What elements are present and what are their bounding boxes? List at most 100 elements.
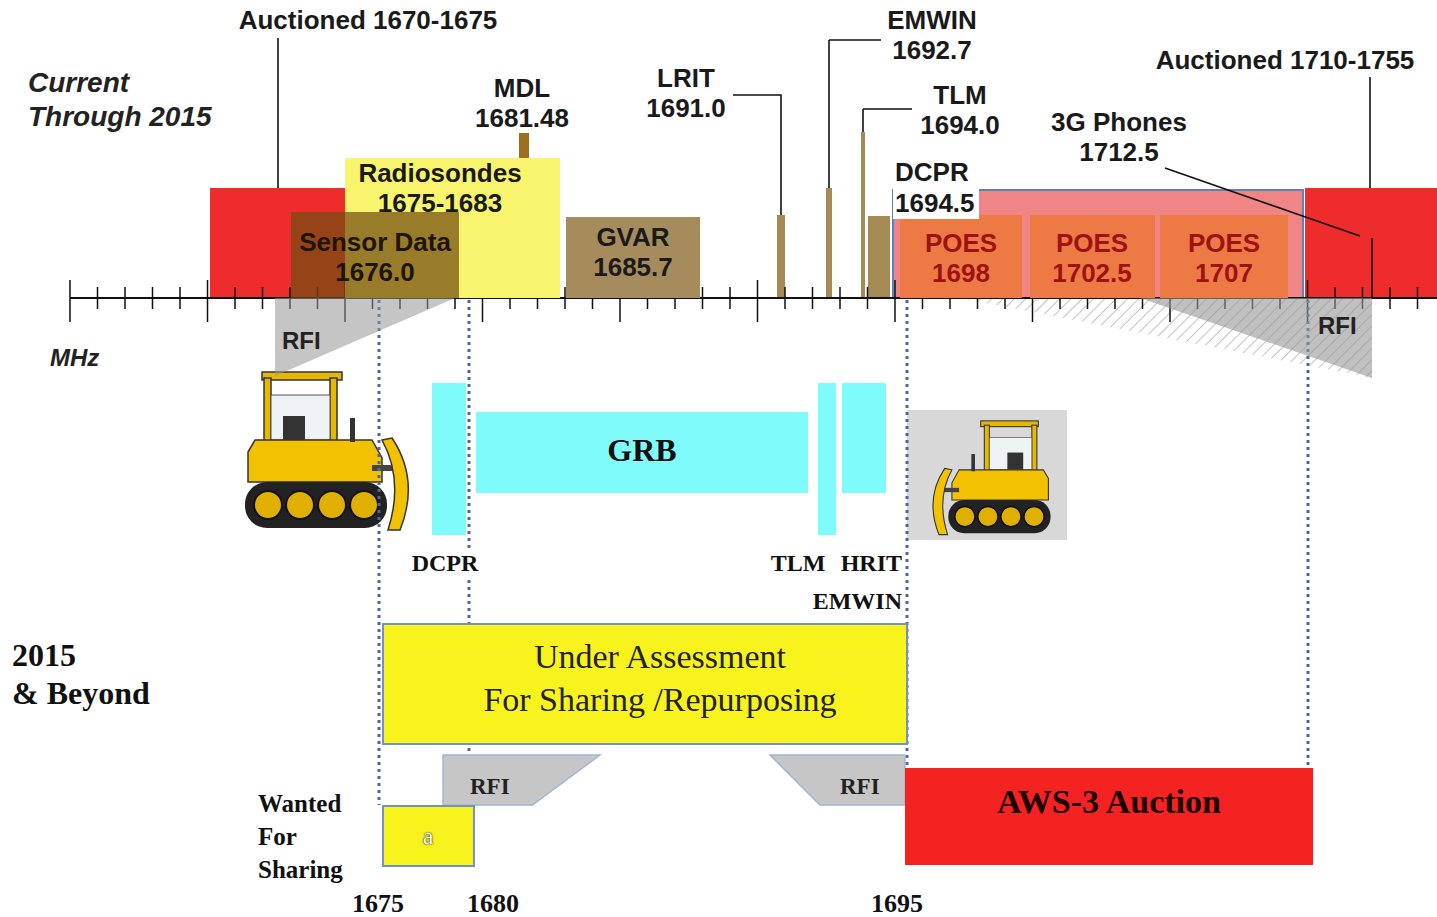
callout-label: 3G Phones 1712.5 [1050, 107, 1188, 167]
box-label: AWS-3 Auction [997, 781, 1221, 822]
rfi-hatch [960, 298, 1372, 378]
channel-label: HRIT [841, 549, 902, 578]
text-slot: EMWIN 1692.7 [886, 5, 978, 65]
text-slot: a [423, 822, 434, 851]
lrit-bar [777, 215, 785, 298]
sharing-box: a [382, 805, 475, 867]
bulldozer [245, 372, 408, 530]
tlm-bar [861, 132, 865, 298]
text-slot: POES 1707 [1187, 228, 1262, 288]
leader-line [1369, 77, 1371, 188]
axis-number: 1675 [352, 888, 404, 917]
callout-label: DCPR 1694.5 [893, 157, 979, 219]
dotted-guides [379, 300, 1308, 805]
callout-label: EMWIN 1692.7 [886, 5, 978, 65]
rfi-wedge: RFI [275, 298, 455, 376]
text-slot: Current Through 2015 [28, 66, 214, 134]
leader-line [277, 38, 279, 188]
leader-line [863, 109, 912, 132]
band-box: POES 1702.5 [1030, 215, 1155, 298]
bulldozer [933, 421, 1051, 535]
callout-label: Auctioned 1670-1675 [239, 5, 498, 36]
wedge-fill [275, 298, 455, 376]
band-label: Radiosondes 1675-1683 [357, 158, 523, 218]
grb-band: GRB [476, 412, 808, 493]
wrap-spacer [102, 636, 162, 637]
band-box: GVAR 1685.7 [566, 217, 700, 298]
wedge-fill [770, 755, 905, 805]
text-slot: Auctioned 1710-1755 [1156, 45, 1415, 76]
bulldozer-photo-ground [907, 410, 1067, 540]
section-heading: Current Through 2015 [28, 66, 214, 134]
text-slot: RFI [840, 773, 880, 801]
box-label: a [423, 822, 434, 851]
dcpr-channel [432, 383, 466, 535]
text-slot: 2015 & Beyond [12, 636, 162, 712]
text-slot: POES 1698 [924, 228, 999, 288]
callout-label: TLM 1694.0 [919, 80, 1001, 140]
emwin-bar [826, 188, 832, 298]
text-slot: RFI [282, 326, 321, 355]
callout-label: Auctioned 1710-1755 [1156, 45, 1415, 76]
axis-number: 1695 [871, 888, 923, 917]
text-slot: Radiosondes 1675-1683 [357, 158, 523, 218]
leader-line [829, 40, 881, 188]
band-box: POES 1707 [1160, 215, 1288, 298]
band-label: POES 1702.5 [1051, 228, 1133, 288]
band-label: POES 1707 [1187, 228, 1262, 288]
guide-line [378, 300, 381, 805]
hrit-channel [842, 383, 886, 493]
wedge-outline [443, 755, 600, 805]
text-slot: POES 1702.5 [1051, 228, 1133, 288]
tlm-channel [818, 383, 836, 535]
wrap-spacer [800, 635, 860, 636]
band-box: Sensor Data 1676.0 [291, 212, 459, 298]
section-heading: 2015 & Beyond [12, 636, 162, 712]
text-slot: RFI [470, 773, 510, 801]
channel-label: TLM [771, 549, 826, 578]
rfi-wedge: RFI [443, 755, 600, 805]
axis-number: 1680 [467, 888, 519, 917]
text-slot: MDL 1681.48 [474, 73, 570, 133]
leader-line [733, 95, 781, 215]
text-slot: RFI [1318, 311, 1357, 340]
text-slot: 3G Phones 1712.5 [1050, 107, 1188, 167]
text-slot: GVAR 1685.7 [592, 222, 674, 282]
dcpr-bar [868, 216, 890, 298]
leader-lines [278, 38, 1372, 298]
text-slot: 1680 [467, 888, 519, 917]
auctioned-band [1305, 188, 1437, 298]
rfi-wedge: RFI [770, 755, 905, 805]
band-label: GVAR 1685.7 [592, 222, 674, 282]
channel-label: EMWIN [813, 587, 902, 616]
text-slot: DCPR [410, 549, 481, 578]
rfi-label: RFI [1318, 311, 1357, 340]
channel-label: DCPR [410, 549, 481, 578]
band-label: POES 1698 [924, 228, 999, 288]
auction-box: AWS-3 Auction [905, 768, 1313, 865]
text-slot: MHz [50, 343, 99, 372]
rfi-label: RFI [840, 773, 880, 801]
text-slot: HRIT [841, 549, 902, 578]
wedge-fill [1140, 298, 1372, 378]
rfi-label: RFI [470, 773, 510, 801]
text-slot: DCPR 1694.5 [893, 157, 979, 219]
text-slot: 1695 [871, 888, 923, 917]
text-slot: TLM [771, 549, 826, 578]
text-slot: EMWIN [813, 587, 902, 616]
box-label: Under Assessment For Sharing /Repurposin… [460, 635, 860, 721]
band-label: GRB [607, 431, 676, 469]
text-slot: Sensor Data 1676.0 [298, 227, 452, 287]
rfi-label: RFI [282, 326, 321, 355]
note-label: Wanted For Sharing [258, 787, 343, 886]
callout-label: LRIT 1691.0 [645, 63, 727, 123]
text-slot: Auctioned 1670-1675 [239, 5, 498, 36]
callout-label: MDL 1681.48 [474, 73, 570, 133]
text-slot: 1675 [352, 888, 404, 917]
assessment-box: Under Assessment For Sharing /Repurposin… [382, 623, 908, 745]
text-slot: GRB [607, 431, 676, 469]
axis-unit: MHz [50, 343, 99, 372]
wedge-outline [770, 755, 905, 805]
band-box: POES 1698 [900, 215, 1022, 298]
